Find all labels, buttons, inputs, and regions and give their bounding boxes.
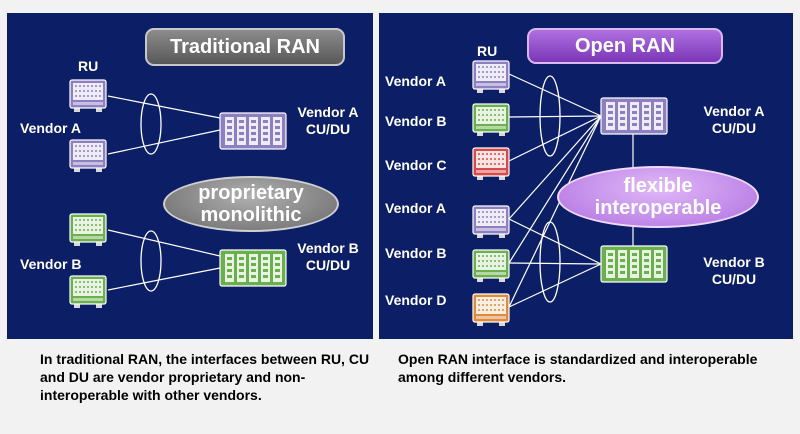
ru-right-6	[472, 293, 510, 326]
ru-vendor-label-5: Vendor B	[385, 245, 447, 261]
link-ru6-cu-b	[508, 263, 602, 308]
traditional-ran-title: Traditional RAN	[145, 28, 345, 66]
link-ru-b1-cu-b	[107, 229, 221, 257]
ru-vendor-label-2: Vendor B	[385, 113, 447, 129]
interface-ring-right-a	[539, 75, 561, 157]
link-ru4-cu-b	[508, 218, 602, 265]
interface-ring-left-a	[140, 93, 162, 155]
ru-right-5	[472, 249, 510, 282]
ru-vendor-b-2-left	[69, 275, 107, 308]
link-ru5-cu-b	[508, 262, 602, 265]
ru-vendor-a-2-left	[69, 139, 107, 172]
ru-vendor-b-1-left	[69, 213, 107, 246]
ru-right-3	[472, 147, 510, 180]
cudu-vendor-a-left	[219, 112, 287, 150]
link-ru-a2-cu-a	[107, 129, 221, 155]
traditional-ran-panel	[7, 13, 373, 339]
traditional-ran-caption: In traditional RAN, the interfaces betwe…	[40, 351, 370, 403]
link-ru2-cu-a	[508, 115, 602, 118]
ru-label-right: RU	[477, 43, 498, 59]
interface-ring-right-b	[539, 221, 561, 303]
ru-right-4	[472, 205, 510, 238]
ru-vendor-label-1: Vendor A	[385, 73, 446, 89]
cudu-vendor-a-right	[600, 97, 668, 135]
link-ru-a1-cu-a	[107, 95, 221, 119]
link-ru6-cu-a	[508, 115, 602, 308]
cudu-vendor-b-left	[219, 249, 287, 287]
open-ran-title: Open RAN	[527, 28, 723, 64]
ru-label-left: RU	[78, 58, 99, 74]
vendor-a-ru-label-left: Vendor A	[20, 120, 81, 136]
vendor-b-ru-label-left: Vendor B	[20, 256, 82, 272]
ru-right-1	[472, 60, 510, 93]
ru-vendor-a-1-left	[69, 79, 107, 112]
ru-vendor-label-6: Vendor D	[385, 292, 447, 308]
link-ru-b2-cu-b	[107, 267, 221, 291]
link-ru5-cu-a	[508, 115, 602, 264]
cudu-vendor-b-right	[600, 245, 668, 283]
ru-right-2	[472, 103, 510, 136]
open-ran-caption: Open RAN interface is standardized and i…	[398, 351, 758, 385]
link-ru4-cu-a	[508, 115, 602, 220]
ru-vendor-label-3: Vendor C	[385, 157, 447, 173]
link-ru1-cu-a	[508, 73, 602, 117]
link-ru3-cu-a	[508, 115, 602, 162]
ru-vendor-label-4: Vendor A	[385, 200, 446, 216]
interface-ring-left-b	[140, 230, 162, 292]
